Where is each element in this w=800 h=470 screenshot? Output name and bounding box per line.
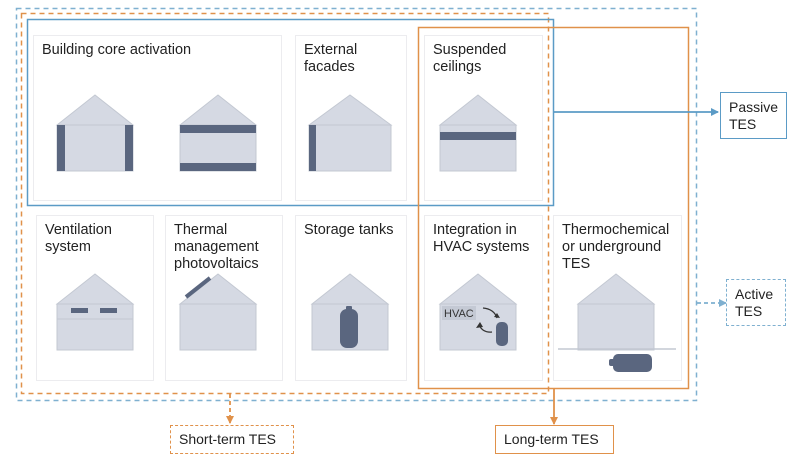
- tank-valve: [609, 359, 615, 366]
- card-external-facades: External facades: [295, 35, 407, 201]
- passive-tes-frame: [26, 18, 555, 207]
- passive-tes-label: Passive TES: [720, 92, 787, 139]
- floor-slab-icon: [180, 125, 256, 133]
- card-title: Storage tanks: [304, 222, 394, 238]
- storage-tank-icon: [340, 309, 358, 348]
- house-ventilation-roof: [55, 273, 135, 305]
- active-tes-frame: [15, 7, 698, 402]
- house-ventilation-body: [56, 303, 134, 351]
- house-facade-body: [308, 124, 392, 172]
- card-title: Thermochemical or underground TES: [562, 222, 670, 272]
- house-pv-body: [179, 303, 257, 351]
- card-title: Suspended ceilings: [433, 42, 507, 75]
- hvac-unit-icon: [442, 306, 476, 320]
- pv-panel-icon: [184, 276, 212, 299]
- house-hvac-roof: [438, 273, 518, 305]
- card-title: Building core activation: [42, 42, 192, 58]
- tank-valve: [346, 306, 352, 311]
- card-suspended-ceilings: Suspended ceilings: [424, 35, 543, 201]
- house-core-walls-body: [56, 124, 134, 172]
- cycle-arrowhead: [476, 322, 483, 328]
- hvac-label: HVAC: [444, 308, 474, 320]
- card-title: Integration in HVAC systems: [433, 222, 530, 255]
- vent-duct-icon: [71, 308, 88, 313]
- long-term-tes-label: Long-term TES: [495, 425, 614, 454]
- short-term-tes-label: Short-term TES: [170, 425, 294, 454]
- facade-panel-icon: [309, 125, 316, 171]
- short-term-tes-frame: [20, 12, 550, 395]
- cycle-arrowhead: [494, 313, 500, 318]
- card-thermal-management-pv: Thermal management photovoltaics: [165, 215, 283, 381]
- card-title: Ventilation system: [45, 222, 112, 255]
- house-pv-roof: [178, 273, 258, 305]
- house-core-floors-roof: [178, 94, 258, 126]
- card-title: Thermal management photovoltaics: [174, 222, 259, 272]
- house-storage-roof: [310, 273, 390, 305]
- house-underground-body: [577, 303, 655, 351]
- underground-tank-icon: [613, 354, 652, 372]
- active-tes-label: Active TES: [726, 279, 786, 326]
- house-ceiling-body: [439, 124, 517, 172]
- house-ceiling-roof: [438, 94, 518, 126]
- wall-slab-icon: [57, 125, 65, 171]
- house-facade-roof: [307, 94, 393, 126]
- house-underground-roof: [576, 273, 656, 305]
- card-title: External facades: [304, 42, 358, 75]
- floor-slab-icon: [180, 163, 256, 171]
- vent-duct-icon: [100, 308, 117, 313]
- hvac-tank-icon: [496, 322, 508, 346]
- house-core-walls-roof: [55, 94, 135, 126]
- long-term-tes-frame: [417, 26, 690, 390]
- wall-slab-icon: [125, 125, 133, 171]
- ceiling-panel-icon: [440, 132, 516, 140]
